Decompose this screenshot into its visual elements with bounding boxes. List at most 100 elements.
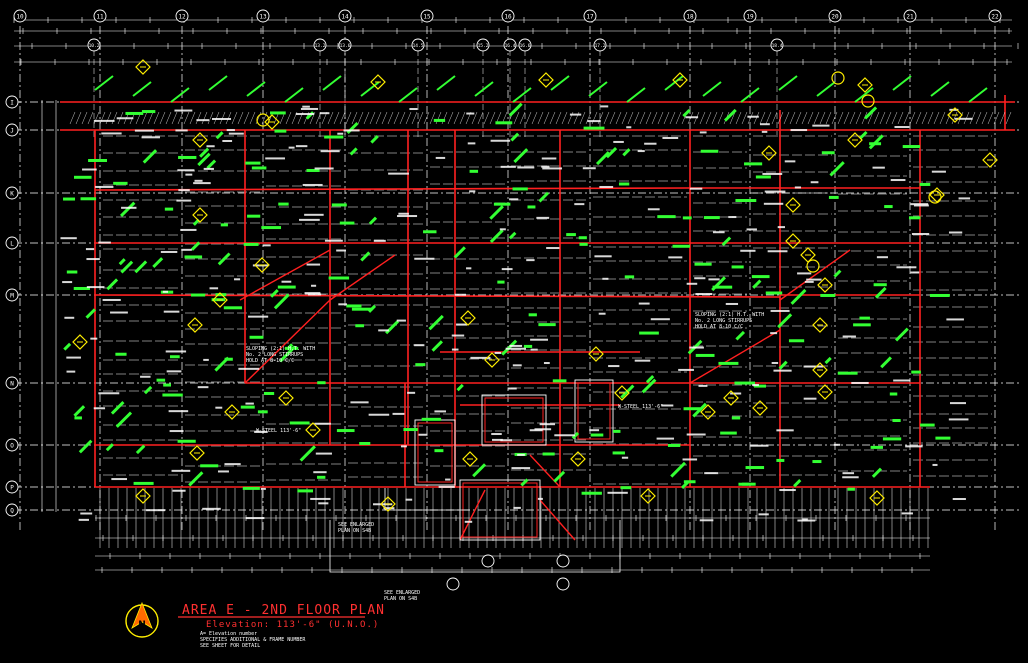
beam-label (428, 314, 444, 331)
beam-label (279, 345, 296, 363)
dimension-text (542, 167, 563, 170)
beam-label (190, 293, 206, 297)
beam-label (694, 262, 712, 266)
plan-elevation: Elevation: 113'-6" (U.N.O.) (206, 620, 380, 630)
beam-label (618, 182, 630, 186)
beam-label (85, 308, 96, 319)
dimension-text (163, 310, 180, 313)
detail-tag (370, 74, 386, 90)
hatch-mark (69, 111, 76, 125)
entry-step (384, 488, 470, 511)
dimension-text (470, 356, 491, 359)
dimension-text (541, 157, 557, 160)
callout-enlarged-plan-b: SEE ENLARGED PLAN ON S4B (384, 590, 421, 602)
beam-label (788, 339, 805, 343)
dimension-text (686, 282, 698, 285)
dimension-text (607, 491, 628, 494)
hatch-mark (387, 111, 394, 125)
beam-label (489, 229, 504, 244)
dimension-text (177, 169, 195, 172)
dimension-text (725, 302, 739, 305)
dimension-text (111, 478, 128, 481)
red-brace-1 (244, 299, 331, 384)
sub-grid-bubble-15.2 (476, 38, 490, 52)
grid-bubble-col-19 (743, 9, 757, 23)
dimension-text (162, 290, 169, 293)
beam-label (864, 106, 878, 120)
beam-label (745, 466, 765, 470)
dimension-text (526, 259, 535, 262)
grid-bubble-label: 10 (16, 14, 24, 21)
hatch-mark (165, 111, 172, 125)
hatch-mark (801, 111, 808, 125)
dimension-text (530, 348, 538, 351)
dimension-text (901, 512, 913, 515)
dimension-text (222, 140, 233, 142)
grid-bubble-label: N (10, 381, 14, 388)
beam-label (692, 402, 707, 418)
dimension-text (319, 112, 330, 115)
dimension-text (507, 387, 517, 390)
dimension-text (905, 445, 923, 448)
hatch-mark (369, 111, 376, 125)
grid-bubble-col-15 (420, 9, 434, 23)
detail-tag (254, 257, 270, 273)
red-brace-4 (539, 499, 576, 541)
hatch-mark (429, 111, 436, 125)
detail-tag (672, 72, 688, 88)
beam-label (793, 479, 802, 488)
dimension-text (546, 247, 560, 250)
detail-tag (187, 317, 203, 333)
hatch-mark (939, 111, 946, 125)
grid-bubble-label: J (10, 128, 14, 135)
dimension-text (699, 519, 714, 522)
dimension-text (536, 216, 550, 219)
dimension-text (438, 485, 455, 488)
dimension-text (752, 384, 759, 387)
hatch-mark (489, 111, 496, 125)
beam-label (370, 135, 379, 144)
dimension-text (217, 470, 229, 473)
hatch-mark (879, 111, 886, 125)
hatch-mark (441, 111, 448, 125)
hatch-mark (699, 111, 706, 125)
dimension-text (634, 359, 651, 362)
entry-outline (329, 520, 621, 573)
beam-label (115, 411, 133, 428)
dimension-text (910, 203, 929, 206)
beam-label (703, 216, 720, 220)
detail-tag (640, 488, 656, 504)
dimension-text (777, 226, 785, 229)
dimension-text (517, 453, 525, 456)
beam-label (249, 335, 264, 339)
beam-label (542, 452, 555, 456)
grid-bubble-label: L (10, 241, 14, 248)
dimension-text (310, 497, 331, 500)
dimension-text (954, 117, 973, 120)
dimension-text (93, 407, 106, 410)
beam-label (731, 265, 744, 269)
beam-label (579, 242, 588, 246)
grid-bubble-col-10 (13, 9, 27, 23)
dimension-text (336, 249, 346, 252)
dimension-text (594, 255, 612, 258)
red-brace-7 (779, 249, 851, 301)
grid-bubble-row-Q (5, 503, 19, 517)
grid-bubble-row-N (5, 376, 19, 390)
dimension-text (86, 258, 100, 261)
dimension-text (598, 312, 606, 315)
hatch-mark (147, 111, 154, 125)
hatch-mark (993, 111, 1000, 125)
detail-tag (947, 107, 963, 123)
dimension-text (626, 126, 632, 129)
dimension-text (324, 239, 343, 242)
beam-label (741, 482, 756, 486)
beam-label (317, 475, 326, 479)
beam-label (278, 202, 289, 206)
dimension-text (185, 173, 193, 176)
dimension-text (141, 136, 160, 139)
beam-label (134, 260, 148, 274)
beam-label (523, 344, 533, 348)
beam-label (622, 148, 631, 157)
